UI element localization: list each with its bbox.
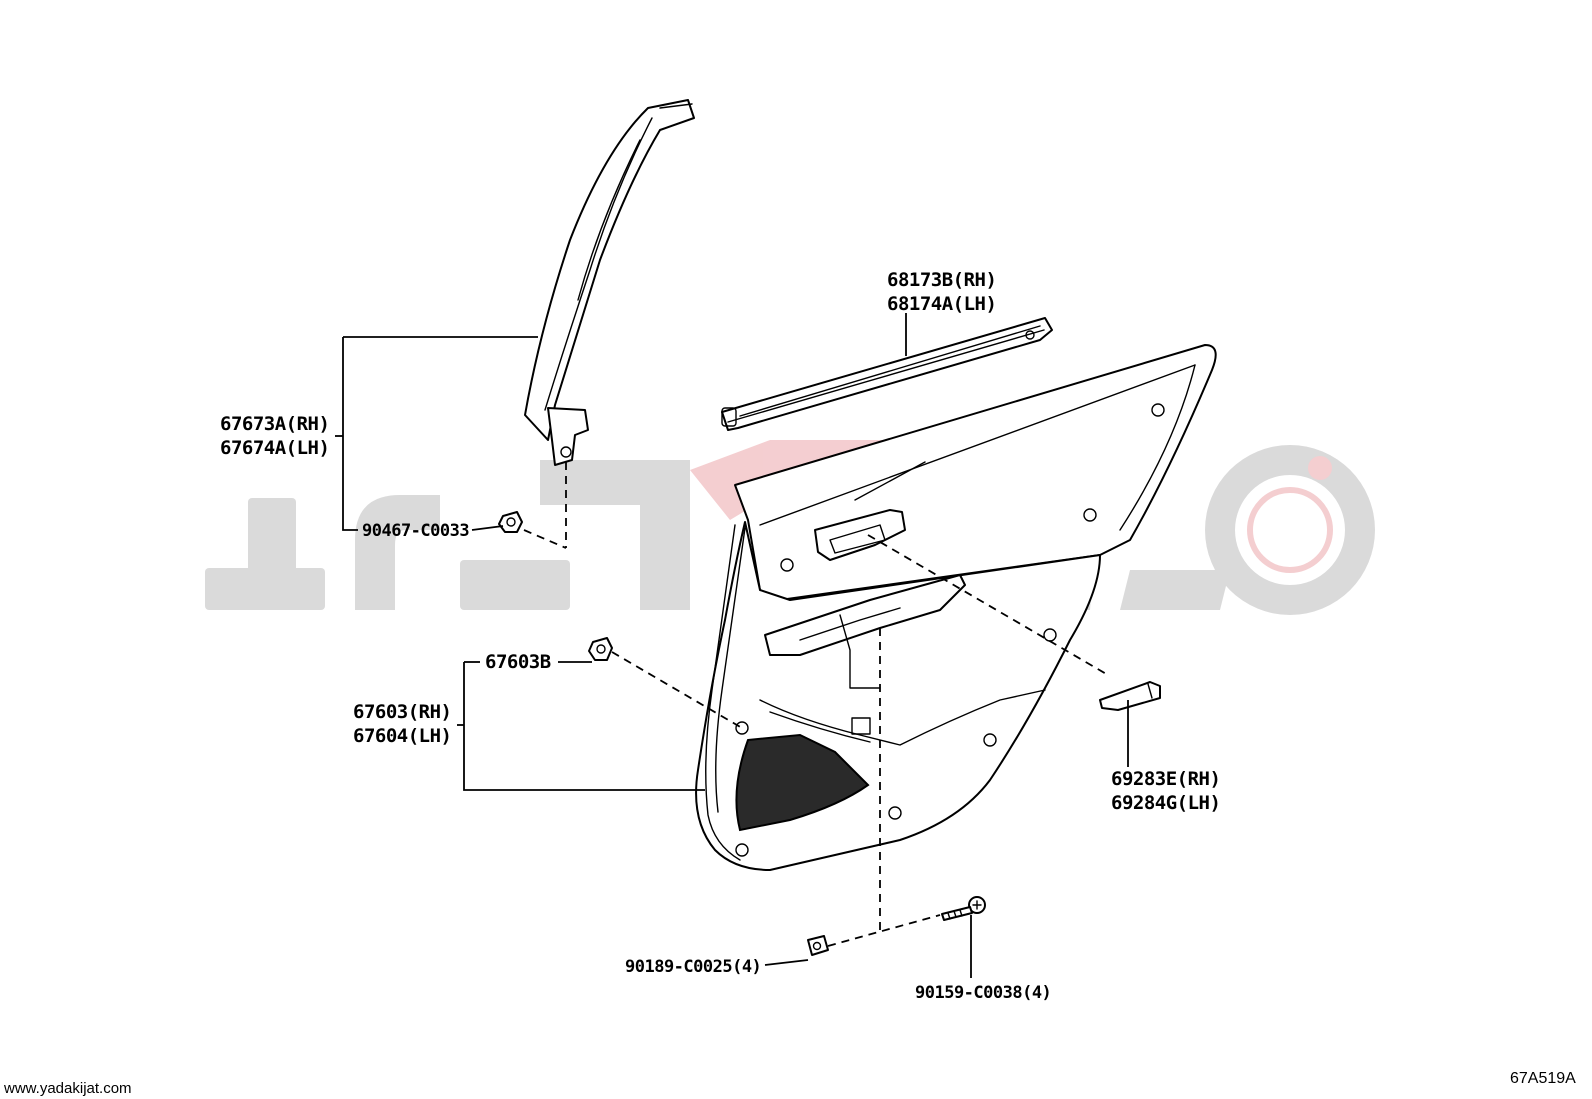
nut-90189	[807, 935, 829, 956]
label-pull-lh: 69284G(LH)	[1111, 792, 1221, 814]
diagram-code: 67A519A	[1510, 1070, 1576, 1087]
clip-90467	[498, 511, 523, 533]
label-clip-garnish: 90467-C0033	[362, 521, 470, 541]
door-frame-garnish	[524, 99, 695, 466]
label-garnish-rh: 67673A(RH)	[220, 413, 330, 435]
label-clip-board: 67603B	[485, 651, 551, 673]
label-belt-lh: 68174A(LH)	[887, 293, 997, 315]
label-garnish-lh: 67674A(LH)	[220, 437, 330, 459]
belt-moulding	[721, 317, 1053, 431]
label-board-lh: 67604(LH)	[353, 725, 452, 747]
label-belt-rh: 68173B(RH)	[887, 269, 997, 291]
screw-90159	[941, 896, 986, 921]
label-screw: 90159-C0038(4)	[915, 983, 1052, 1003]
leader-lines	[335, 313, 1129, 978]
label-pull-rh: 69283E(RH)	[1111, 768, 1221, 790]
website-link[interactable]: www.yadakijat.com	[4, 1080, 132, 1097]
assembly-lines	[523, 462, 1109, 947]
door-trim-board	[695, 344, 1217, 871]
pull-handle-cover	[1099, 681, 1161, 711]
label-board-rh: 67603(RH)	[353, 701, 452, 723]
clip-67603b	[588, 637, 613, 661]
label-nut: 90189-C0025(4)	[625, 957, 762, 977]
